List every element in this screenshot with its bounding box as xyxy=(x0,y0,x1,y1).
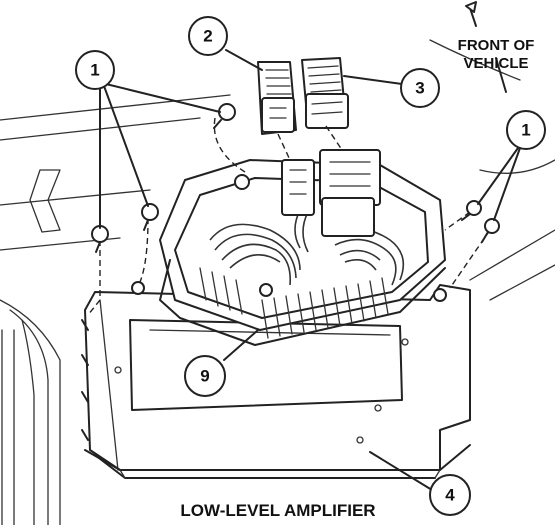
callout-2-number: 2 xyxy=(203,27,212,46)
vehicle-body-lines xyxy=(0,39,555,525)
connector-3 xyxy=(301,57,349,129)
leader-lines xyxy=(99,1,521,491)
callout-9-number: 9 xyxy=(200,367,209,386)
callout-3-number: 3 xyxy=(415,79,424,98)
front-of-vehicle-line-1: FRONT OF xyxy=(458,37,535,54)
front-of-vehicle-line-2: VEHICLE xyxy=(463,55,528,72)
connector-2 xyxy=(257,61,297,135)
figure-caption: LOW-LEVEL AMPLIFIER xyxy=(180,501,375,520)
callout-1-left-number: 1 xyxy=(90,61,99,80)
callout-1-right: 1 xyxy=(506,110,546,150)
callout-2: 2 xyxy=(188,16,228,56)
front-of-vehicle-label: FRONT OF VEHICLE xyxy=(458,37,535,72)
callout-4: 4 xyxy=(429,474,471,516)
bolt-left-b xyxy=(141,203,159,231)
callout-3: 3 xyxy=(400,68,440,108)
mounting-bracket xyxy=(81,284,471,479)
bolt-top xyxy=(213,103,236,129)
bolt-left-a xyxy=(91,225,109,253)
callout-9: 9 xyxy=(184,355,226,397)
callout-1-right-number: 1 xyxy=(521,121,530,140)
bolt-right-b xyxy=(481,218,500,243)
callout-4-number: 4 xyxy=(445,486,455,505)
heat-sink-fins xyxy=(199,267,389,339)
callout-1-left: 1 xyxy=(75,50,115,90)
amplifier-connector-sockets xyxy=(281,149,381,237)
